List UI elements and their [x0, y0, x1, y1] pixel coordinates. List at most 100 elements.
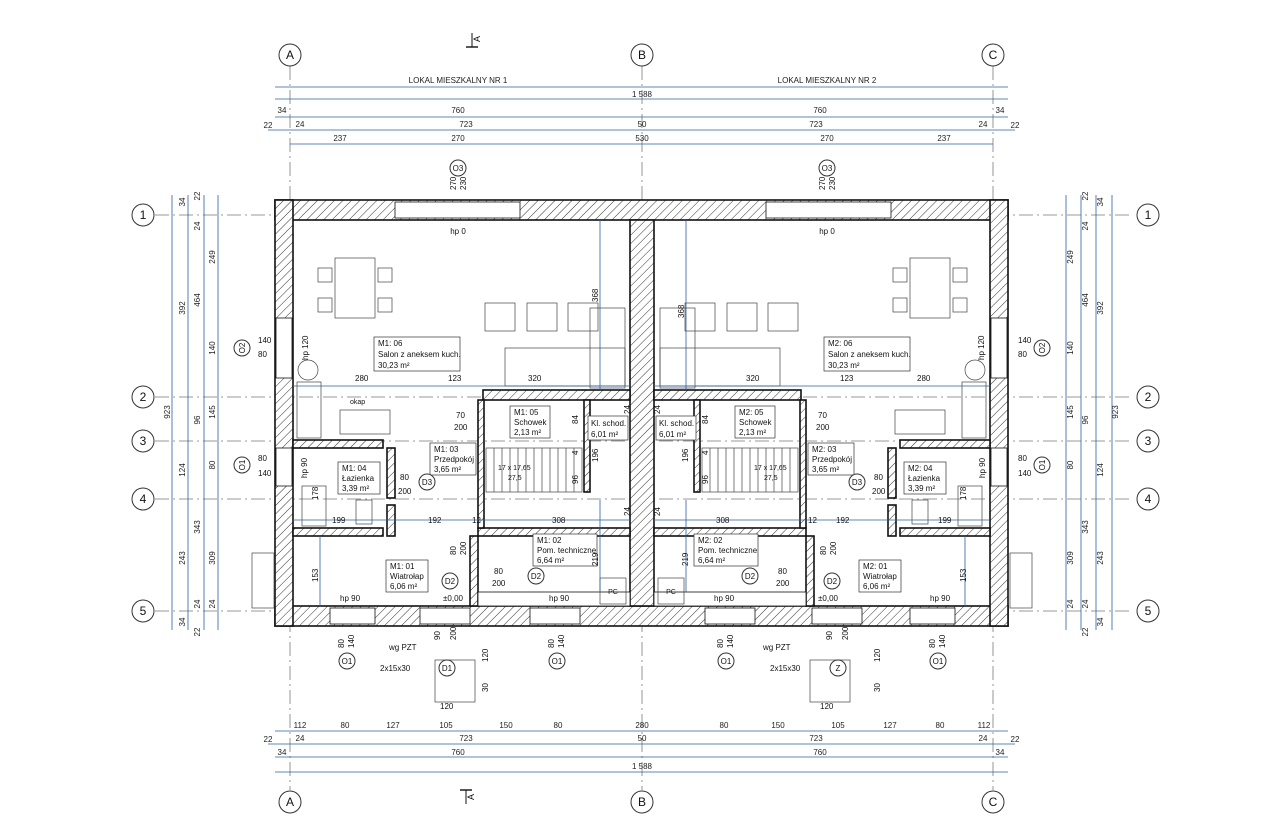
svg-text:140: 140: [557, 634, 566, 648]
svg-text:±0,00: ±0,00: [443, 594, 464, 603]
svg-text:24: 24: [193, 599, 202, 608]
svg-text:3: 3: [140, 434, 147, 448]
inner-dimensions: [293, 220, 990, 606]
svg-text:84: 84: [701, 415, 710, 424]
svg-text:Wiatrołap: Wiatrołap: [863, 572, 897, 581]
pc-label-left: PC: [608, 589, 618, 596]
svg-text:320: 320: [746, 374, 760, 383]
svg-text:80: 80: [819, 546, 828, 555]
svg-text:760: 760: [813, 748, 827, 757]
svg-text:4: 4: [701, 450, 710, 455]
svg-text:M1: 06: M1: 06: [378, 339, 403, 348]
svg-text:80: 80: [258, 350, 267, 359]
svg-text:2x15x30: 2x15x30: [380, 664, 411, 673]
svg-text:309: 309: [1066, 551, 1075, 565]
svg-text:2: 2: [140, 390, 147, 404]
unit-2-title: LOKAL MIESZKALNY NR 2: [778, 76, 877, 85]
svg-text:30: 30: [873, 683, 882, 692]
svg-text:O1: O1: [933, 657, 944, 666]
svg-text:24: 24: [296, 734, 305, 743]
svg-text:392: 392: [178, 301, 187, 315]
furniture: PC PC: [251, 257, 1033, 703]
tag-d2-c: D2: [741, 567, 759, 585]
svg-text:140: 140: [938, 634, 947, 648]
svg-text:24: 24: [653, 405, 662, 414]
tag-o3-left: O3: [449, 159, 467, 177]
tag-z: Z: [829, 659, 847, 677]
svg-text:4: 4: [140, 492, 147, 506]
svg-text:96: 96: [701, 475, 710, 484]
svg-text:6,01 m²: 6,01 m²: [659, 430, 686, 439]
svg-text:80: 80: [400, 473, 409, 482]
svg-text:hp 90: hp 90: [549, 594, 570, 603]
svg-text:80: 80: [874, 473, 883, 482]
axis-bubble-2-right: 2: [1136, 385, 1160, 409]
svg-text:2: 2: [1145, 390, 1152, 404]
bottom-dimensions: 112 80 127 105 150 80 280 80 150 105 127…: [264, 721, 1020, 773]
svg-text:O1: O1: [552, 657, 563, 666]
tag-o1-b1: O1: [338, 652, 356, 670]
section-mark-bottom: A: [460, 789, 476, 804]
axis-bubble-1-right: 1: [1136, 203, 1160, 227]
svg-text:O1: O1: [721, 657, 732, 666]
svg-text:280: 280: [355, 374, 369, 383]
svg-text:80: 80: [547, 639, 556, 648]
svg-text:270: 270: [451, 134, 465, 143]
svg-text:Łazienka: Łazienka: [908, 474, 941, 483]
stair-right: [701, 447, 799, 493]
tag-d2-b: D2: [527, 567, 545, 585]
svg-text:3,39 m²: 3,39 m²: [342, 484, 369, 493]
svg-text:34: 34: [1096, 617, 1105, 626]
axis-bubble-a-bottom: A: [278, 790, 302, 814]
svg-text:22: 22: [1011, 735, 1020, 744]
svg-text:80: 80: [554, 721, 563, 730]
svg-text:M1: 04: M1: 04: [342, 464, 367, 473]
svg-text:okap: okap: [350, 399, 365, 406]
svg-text:D1: D1: [442, 664, 453, 673]
svg-text:723: 723: [459, 120, 473, 129]
svg-text:hp 90: hp 90: [300, 457, 309, 478]
svg-text:760: 760: [451, 106, 465, 115]
svg-text:5: 5: [1145, 604, 1152, 618]
svg-text:219: 219: [681, 552, 690, 566]
svg-text:96: 96: [193, 415, 202, 424]
svg-text:270: 270: [449, 176, 458, 190]
svg-text:30,23 m²: 30,23 m²: [378, 361, 410, 370]
svg-text:150: 150: [771, 721, 785, 730]
svg-text:3: 3: [1145, 434, 1152, 448]
svg-text:112: 112: [978, 721, 991, 730]
svg-text:34: 34: [278, 748, 287, 757]
axis-bubble-c-bottom: C: [981, 790, 1005, 814]
svg-text:50: 50: [638, 120, 647, 129]
svg-text:2x15x30: 2x15x30: [770, 664, 801, 673]
svg-text:1: 1: [1145, 208, 1152, 222]
svg-text:O3: O3: [453, 164, 464, 173]
svg-text:112: 112: [294, 721, 307, 730]
svg-text:hp 90: hp 90: [340, 594, 361, 603]
svg-text:B: B: [638, 795, 646, 809]
svg-text:923: 923: [1111, 405, 1120, 419]
room-m2-05: M2: 05 Schowek 2,13 m²: [734, 405, 776, 439]
room-m1-05: M1: 05 Schowek 2,13 m²: [509, 405, 551, 439]
room-m1-06: M1: 06 Salon z aneksem kuch. 30,23 m²: [373, 336, 461, 372]
svg-text:80: 80: [1066, 460, 1075, 469]
svg-text:A: A: [286, 795, 294, 809]
svg-text:O1: O1: [238, 459, 247, 470]
svg-text:237: 237: [333, 134, 347, 143]
svg-text:192: 192: [836, 516, 850, 525]
tag-d1: D1: [438, 659, 456, 677]
svg-text:249: 249: [208, 250, 217, 264]
svg-text:200: 200: [398, 487, 412, 496]
svg-text:24: 24: [653, 507, 662, 516]
svg-text:80: 80: [928, 639, 937, 648]
svg-text:C: C: [989, 795, 998, 809]
svg-text:140: 140: [1018, 336, 1032, 345]
svg-text:hp 120: hp 120: [977, 335, 986, 360]
axis-bubble-3-left: 3: [131, 429, 155, 453]
svg-text:M2: 02: M2: 02: [698, 536, 723, 545]
svg-text:80: 80: [778, 567, 787, 576]
svg-text:6,06 m²: 6,06 m²: [390, 582, 417, 591]
axis-bubble-b-top: B: [630, 43, 654, 67]
svg-text:M2: 03: M2: 03: [812, 445, 837, 454]
svg-text:2,13 m²: 2,13 m²: [739, 428, 766, 437]
